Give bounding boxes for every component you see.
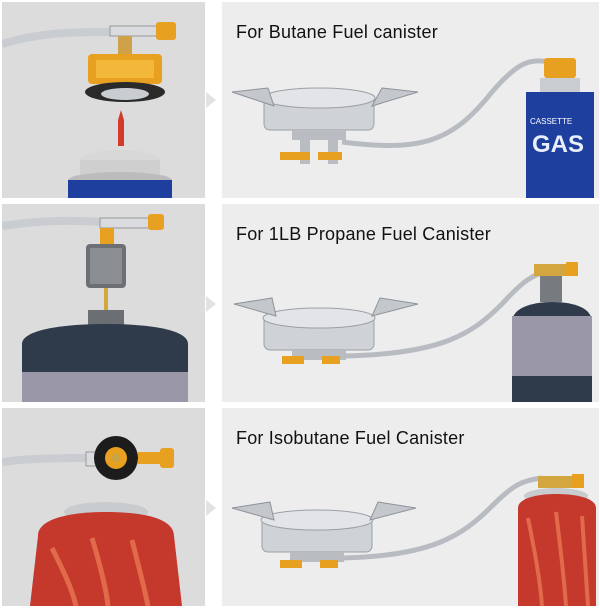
caption-propane: For 1LB Propane Fuel Canister bbox=[236, 224, 491, 244]
isobutane-stove-panel: For Isobutane Fuel Canister bbox=[222, 408, 599, 606]
isobutane-adapter-closeup bbox=[2, 408, 205, 606]
butane-adapter-closeup bbox=[2, 2, 205, 198]
propane-stove-panel: For 1LB Propane Fuel Canister bbox=[222, 204, 599, 402]
caption-butane: For Butane Fuel canister bbox=[236, 22, 438, 42]
canister-brand-large: GAS bbox=[532, 131, 584, 158]
row-isobutane: For Isobutane Fuel Canister bbox=[0, 408, 600, 606]
row-butane: CASSETTE GAS For Butane Fuel canister bbox=[0, 2, 600, 198]
arrow-indicator bbox=[206, 92, 216, 108]
propane-adapter-closeup bbox=[2, 204, 205, 402]
caption-isobutane: For Isobutane Fuel Canister bbox=[236, 428, 465, 448]
row-propane: For 1LB Propane Fuel Canister bbox=[0, 204, 600, 402]
canister-brand-small: CASSETTE bbox=[530, 117, 572, 126]
butane-stove-panel: CASSETTE GAS For Butane Fuel canister bbox=[222, 2, 599, 198]
arrow-indicator bbox=[206, 296, 216, 312]
arrow-indicator bbox=[206, 500, 216, 516]
